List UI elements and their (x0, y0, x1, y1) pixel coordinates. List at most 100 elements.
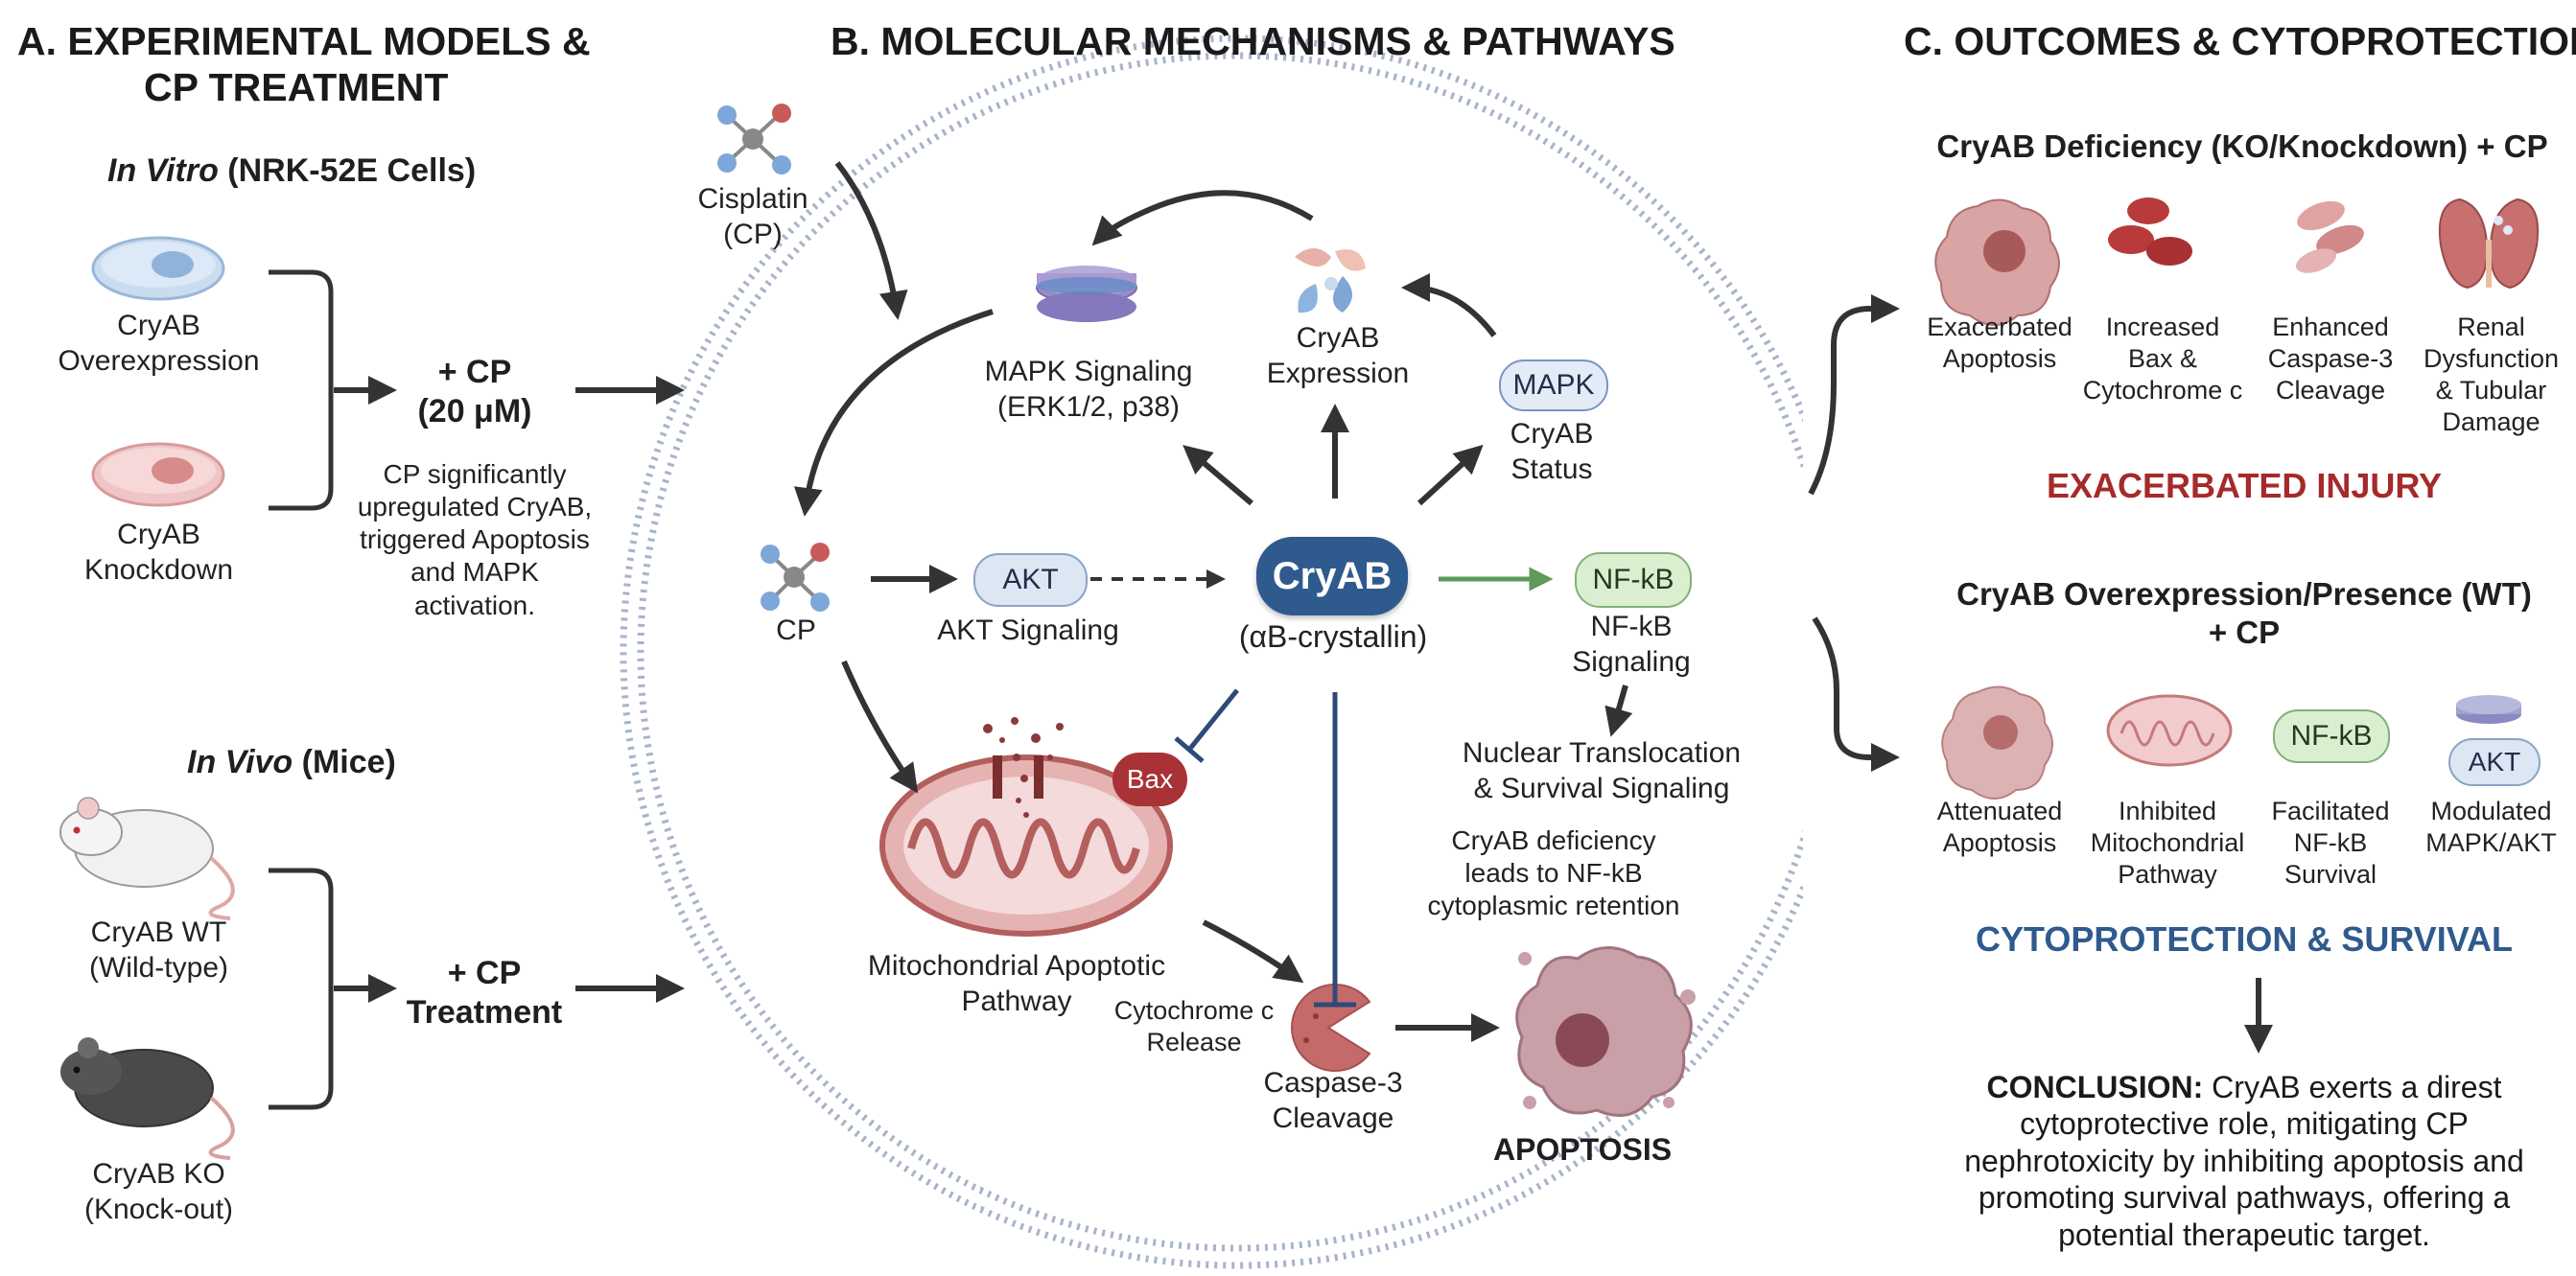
deficiency-line-2: leads to NF-kB (1464, 858, 1643, 889)
def-item-3-line-3: & Tubular (2435, 375, 2547, 405)
def-item-1-line-3: Cytochrome c (2082, 375, 2243, 405)
cytochrome-release-label: Cytochrome c Release (1103, 995, 1285, 1058)
exacerbated-injury-label: EXACERBATED INJURY (2046, 466, 2443, 505)
note-line-4: and MAPK (410, 557, 539, 588)
conclusion-line-3: nephrotoxicity by inhibiting apoptosis a… (1964, 1143, 2524, 1178)
cp-finding-note: CP significantly upregulated CryAB, trig… (331, 458, 619, 622)
conclusion-bold: CONCLUSION: (1986, 1070, 2204, 1104)
ov-item-3-line-1: Modulated (2430, 797, 2552, 825)
cp-label: CP (776, 615, 816, 646)
def-item-3-line-1: Renal (2457, 313, 2525, 341)
cisplatin-line-2: (CP) (723, 218, 783, 250)
knock-out-label: CryAB KO (Knock-out) (46, 1157, 271, 1227)
akt-pill: AKT (973, 553, 1088, 607)
bax-cytochrome-icon (2108, 197, 2192, 266)
def-item-2-line-1: Enhanced (2272, 313, 2389, 341)
mapk-line-2: (ERK1/2, p38) (996, 390, 1181, 423)
deficiency-item-apoptosis: Exacerbated Apoptosis (1913, 312, 2086, 375)
bax-badge: Bax (1112, 753, 1187, 806)
overexp-title-line-2: + CP (2208, 615, 2281, 651)
akt-signaling-label: AKT Signaling (937, 615, 1119, 646)
cytochrome-line-2: Release (1146, 1027, 1242, 1056)
akt-discs-icon (2456, 695, 2521, 724)
note-line-5: activation. (413, 590, 536, 620)
outcome-item-mitochondrial: Inhibited Mitochondrial Pathway (2076, 796, 2259, 891)
outcome-item-apoptosis: Attenuated Apoptosis (1913, 796, 2086, 859)
expression-line-2: Expression (1266, 357, 1410, 389)
overexpression-line-1: CryAB (117, 310, 200, 341)
apoptotic-cell-icon (1515, 946, 1696, 1118)
knockdown-label: CryAB Knockdown (46, 518, 271, 588)
in-vitro-italic: In Vitro (107, 152, 219, 189)
ov-item-1-line-3: Pathway (2118, 859, 2217, 889)
ov-item-2-line-1: Facilitated (2271, 797, 2390, 825)
ov-item-1-line-2: Mitochondrial (2090, 827, 2245, 857)
in-vivo-italic: In Vivo (187, 744, 293, 780)
mapk-discs-icon (1036, 266, 1137, 322)
in-vitro-rest: (NRK-52E Cells) (218, 152, 477, 189)
ov-item-1-line-1: Inhibited (2118, 797, 2217, 825)
in-vivo-bracket (269, 868, 334, 1110)
cryab-subtitle: (αB-crystallin) (1238, 619, 1428, 654)
pathway-arrows (793, 161, 1633, 1042)
outcome-akt-pill: AKT (2448, 738, 2541, 786)
inhibition-lines (1174, 688, 1356, 1008)
def-item-0-line-1: Exacerbated (1927, 313, 2073, 341)
in-vitro-bracket (269, 269, 334, 511)
overexpression-section-title: CryAB Overexpression/Presence (WT) + CP (1947, 575, 2541, 653)
kidney-icon (2438, 197, 2540, 290)
outcome-arrows (1808, 294, 2273, 1054)
panel-b-title: B. MOLECULAR MECHANISMS & PATHWAYS (831, 19, 1675, 63)
in-vivo-treatment: + CP Treatment (388, 954, 580, 1033)
cryab-node: CryAB (1256, 537, 1408, 615)
knockdown-line-1: CryAB (117, 519, 200, 550)
nuclear-line-1: Nuclear Translocation (1462, 737, 1742, 769)
mitochondrion-icon (879, 754, 1173, 937)
def-item-3-line-2: Dysfunction (2423, 343, 2560, 373)
apoptosis-label: APOPTOSIS (1492, 1132, 1673, 1167)
grey-mouse-icon (60, 1037, 235, 1160)
attenuated-apoptosis-icon (1941, 685, 2053, 800)
in-vivo-treatment-line-1: + CP (447, 955, 522, 991)
exacerbated-apoptosis-icon (1934, 198, 2060, 326)
conclusion-line-4: promoting survival pathways, offering a (1978, 1180, 2511, 1216)
ov-item-3-line-2: MAPK/AKT (2425, 827, 2557, 857)
nfkb-line-1: NF-kB (1590, 611, 1673, 642)
cytochrome-line-1: Cytochrome c (1113, 996, 1275, 1025)
nuclear-line-2: & Survival Signaling (1473, 772, 1730, 804)
mito-line-1: Mitochondrial Apoptotic (867, 950, 1166, 982)
caspase-line-2: Cleavage (1272, 1102, 1394, 1134)
knock-out-line-2: (Knock-out) (83, 1193, 234, 1225)
mito-line-2: Pathway (961, 985, 1072, 1017)
deficiency-item-bax: Increased Bax & Cytochrome c (2072, 312, 2254, 406)
def-item-1-line-1: Increased (2105, 313, 2220, 341)
overexpression-line-2: Overexpression (58, 344, 260, 377)
ov-item-2-line-2: NF-kB (2293, 827, 2368, 857)
conclusion-line-2: cytoprotective role, mitigating CP (2020, 1106, 2469, 1142)
conclusion-text: CONCLUSION: CryAB exerts a direst cytopr… (1937, 1069, 2551, 1253)
overexpression-label: CryAB Overexpression (46, 309, 271, 379)
outcome-nfkb-pill: NF-kB (2273, 709, 2390, 763)
outcome-item-mapk-akt: Modulated MAPK/AKT (2412, 796, 2570, 859)
def-item-2-line-2: Caspase-3 (2267, 343, 2394, 373)
in-vivo-rest: (Mice) (293, 744, 396, 780)
white-mouse-icon (59, 797, 235, 920)
deficiency-note: CryAB deficiency leads to NF-kB cytoplas… (1410, 824, 1698, 922)
def-item-1-line-2: Bax & (2127, 343, 2198, 373)
nuclear-translocation-label: Nuclear Translocation & Survival Signali… (1439, 736, 1765, 806)
deficiency-line-1: CryAB deficiency (1451, 825, 1656, 855)
knockdown-line-2: Knockdown (83, 553, 234, 586)
nfkb-signaling-label: NF-kB Signaling (1554, 610, 1709, 680)
wild-type-line-1: CryAB WT (90, 916, 227, 948)
outcome-item-nfkb: Facilitated NF-kB Survival (2254, 796, 2407, 891)
deficiency-item-caspase: Enhanced Caspase-3 Cleavage (2249, 312, 2412, 406)
def-item-3-line-4: Damage (2442, 406, 2541, 436)
mapk-line-1: MAPK Signaling (984, 356, 1193, 387)
petri-dish-overexpression-icon (91, 236, 225, 301)
cytoprotection-label: CYTOPROTECTION & SURVIVAL (1975, 919, 2514, 959)
deficiency-line-3: cytoplasmic retention (1427, 891, 1680, 921)
wild-type-label: CryAB WT (Wild-type) (46, 916, 271, 986)
nfkb-line-2: Signaling (1572, 645, 1691, 678)
